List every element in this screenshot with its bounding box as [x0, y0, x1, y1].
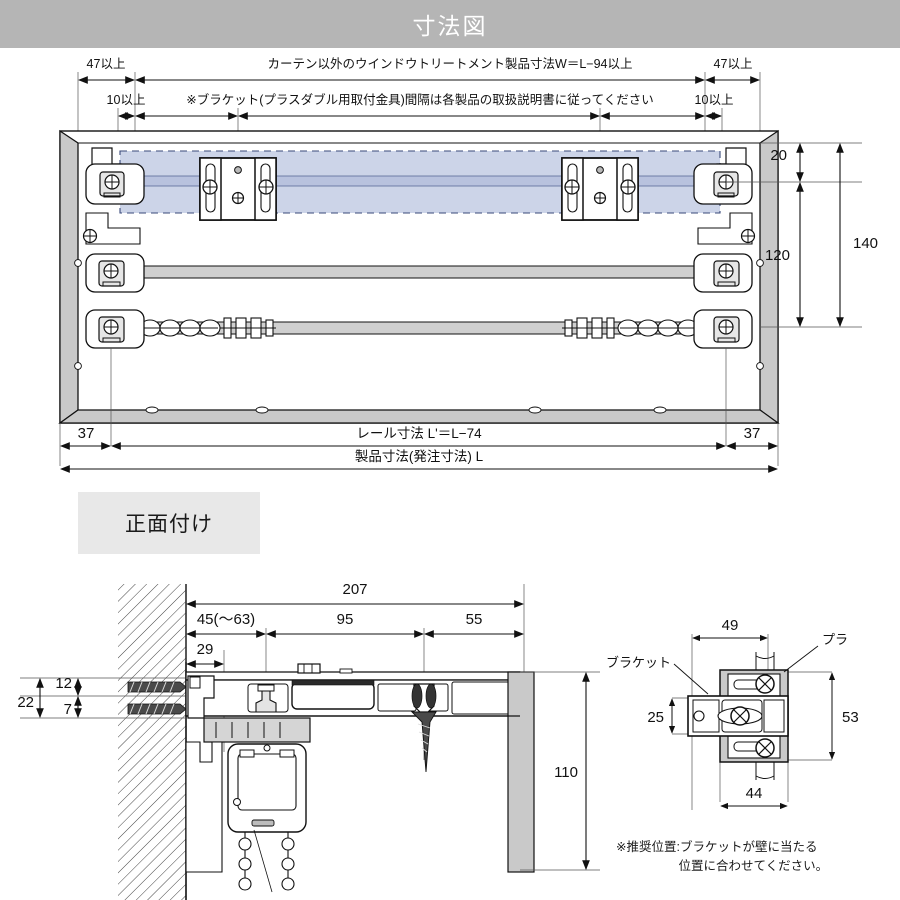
dim-label-right-47: 47以上: [714, 57, 753, 71]
dim-label-20: 20: [770, 147, 787, 164]
dim-label-53: 53: [842, 709, 859, 726]
front-mount-section-chip: 正面付け: [78, 492, 260, 554]
headrail-profile: [185, 663, 535, 873]
middle-rail-row: [85, 253, 753, 293]
runner-stoppers-left: [220, 317, 276, 339]
dim-label-22: 22: [17, 694, 34, 711]
dim-label-right-10: 10以上: [695, 93, 734, 107]
bracket-body: [687, 695, 789, 737]
dim-label-49: 49: [722, 617, 739, 634]
mounting-bracket-section: [187, 675, 311, 743]
dim-label-140: 140: [853, 235, 878, 252]
dim-label-product-size: 製品寸法(発注寸法) L: [355, 449, 484, 464]
wall-section: [118, 584, 187, 900]
dim-label-207: 207: [342, 581, 367, 598]
chain-clutch-mechanism: [185, 741, 307, 893]
dim-label-44: 44: [746, 785, 763, 802]
dim-label-95: 95: [337, 611, 354, 628]
left-vertical-witness: [20, 677, 186, 719]
dim-label-bracket-spacing-note: ※ブラケット(プラスダブル用取付金具)間隔は各製品の取扱説明書に従ってください: [186, 92, 654, 107]
left-end-bracket: [82, 147, 145, 245]
dim-label-120: 120: [765, 247, 790, 264]
dim-label-12: 12: [55, 675, 72, 692]
dim-label-left-37: 37: [78, 425, 95, 442]
front-mount-cross-section: 207 45(〜63) 95 55 29 12 22 7: [0, 572, 620, 900]
bead-chain: [238, 832, 295, 891]
callout-label-bracket: ブラケット: [606, 655, 671, 670]
left-vertical-arrows: [36, 677, 82, 719]
dim-label-left-10: 10以上: [107, 93, 146, 107]
dim-label-window-treatment-width: カーテン以外のウインドウトリートメント製品寸法W＝L−94以上: [268, 57, 633, 71]
dim-label-25: 25: [647, 709, 664, 726]
right-dimension-arrows: [796, 142, 844, 328]
dim-label-29: 29: [197, 641, 214, 658]
bracket-position-note: ※推奨位置:ブラケットが壁に当たる 位置に合わせてください。: [616, 840, 829, 873]
callout-leader-pura: [783, 645, 819, 673]
dim-label-55: 55: [466, 611, 483, 628]
bottom-rail-row: [85, 309, 753, 349]
center-hanging-screw: [410, 683, 437, 773]
dim-label-110: 110: [554, 764, 578, 781]
callout-leader-bracket: [673, 663, 709, 695]
dim-label-right-37: 37: [744, 425, 761, 442]
right-end-bracket: [693, 147, 756, 245]
dim-label-left-47: 47以上: [87, 57, 126, 71]
dim-label-rail-size: レール寸法 L'＝L−74: [356, 426, 482, 441]
callout-label-pura: プラ: [822, 632, 848, 647]
front-mount-label: 正面付け: [125, 513, 213, 536]
runner-stoppers-right: [562, 317, 618, 339]
bracket-detail-view: 49 ブラケット プラ 53: [600, 612, 900, 832]
dim-label-7: 7: [64, 701, 72, 718]
center-mounting-bracket-left: [199, 157, 277, 221]
product-dimension-plan-view: 47以上 カーテン以外のウインドウトリートメント製品寸法W＝L−94以上 47以…: [0, 48, 900, 488]
page-header-band: 寸法図: [0, 0, 900, 48]
dim-label-45-63: 45(〜63): [197, 611, 255, 628]
wall-screws: [127, 681, 187, 715]
center-mounting-bracket-right: [561, 157, 639, 221]
page-title: 寸法図: [412, 13, 488, 39]
